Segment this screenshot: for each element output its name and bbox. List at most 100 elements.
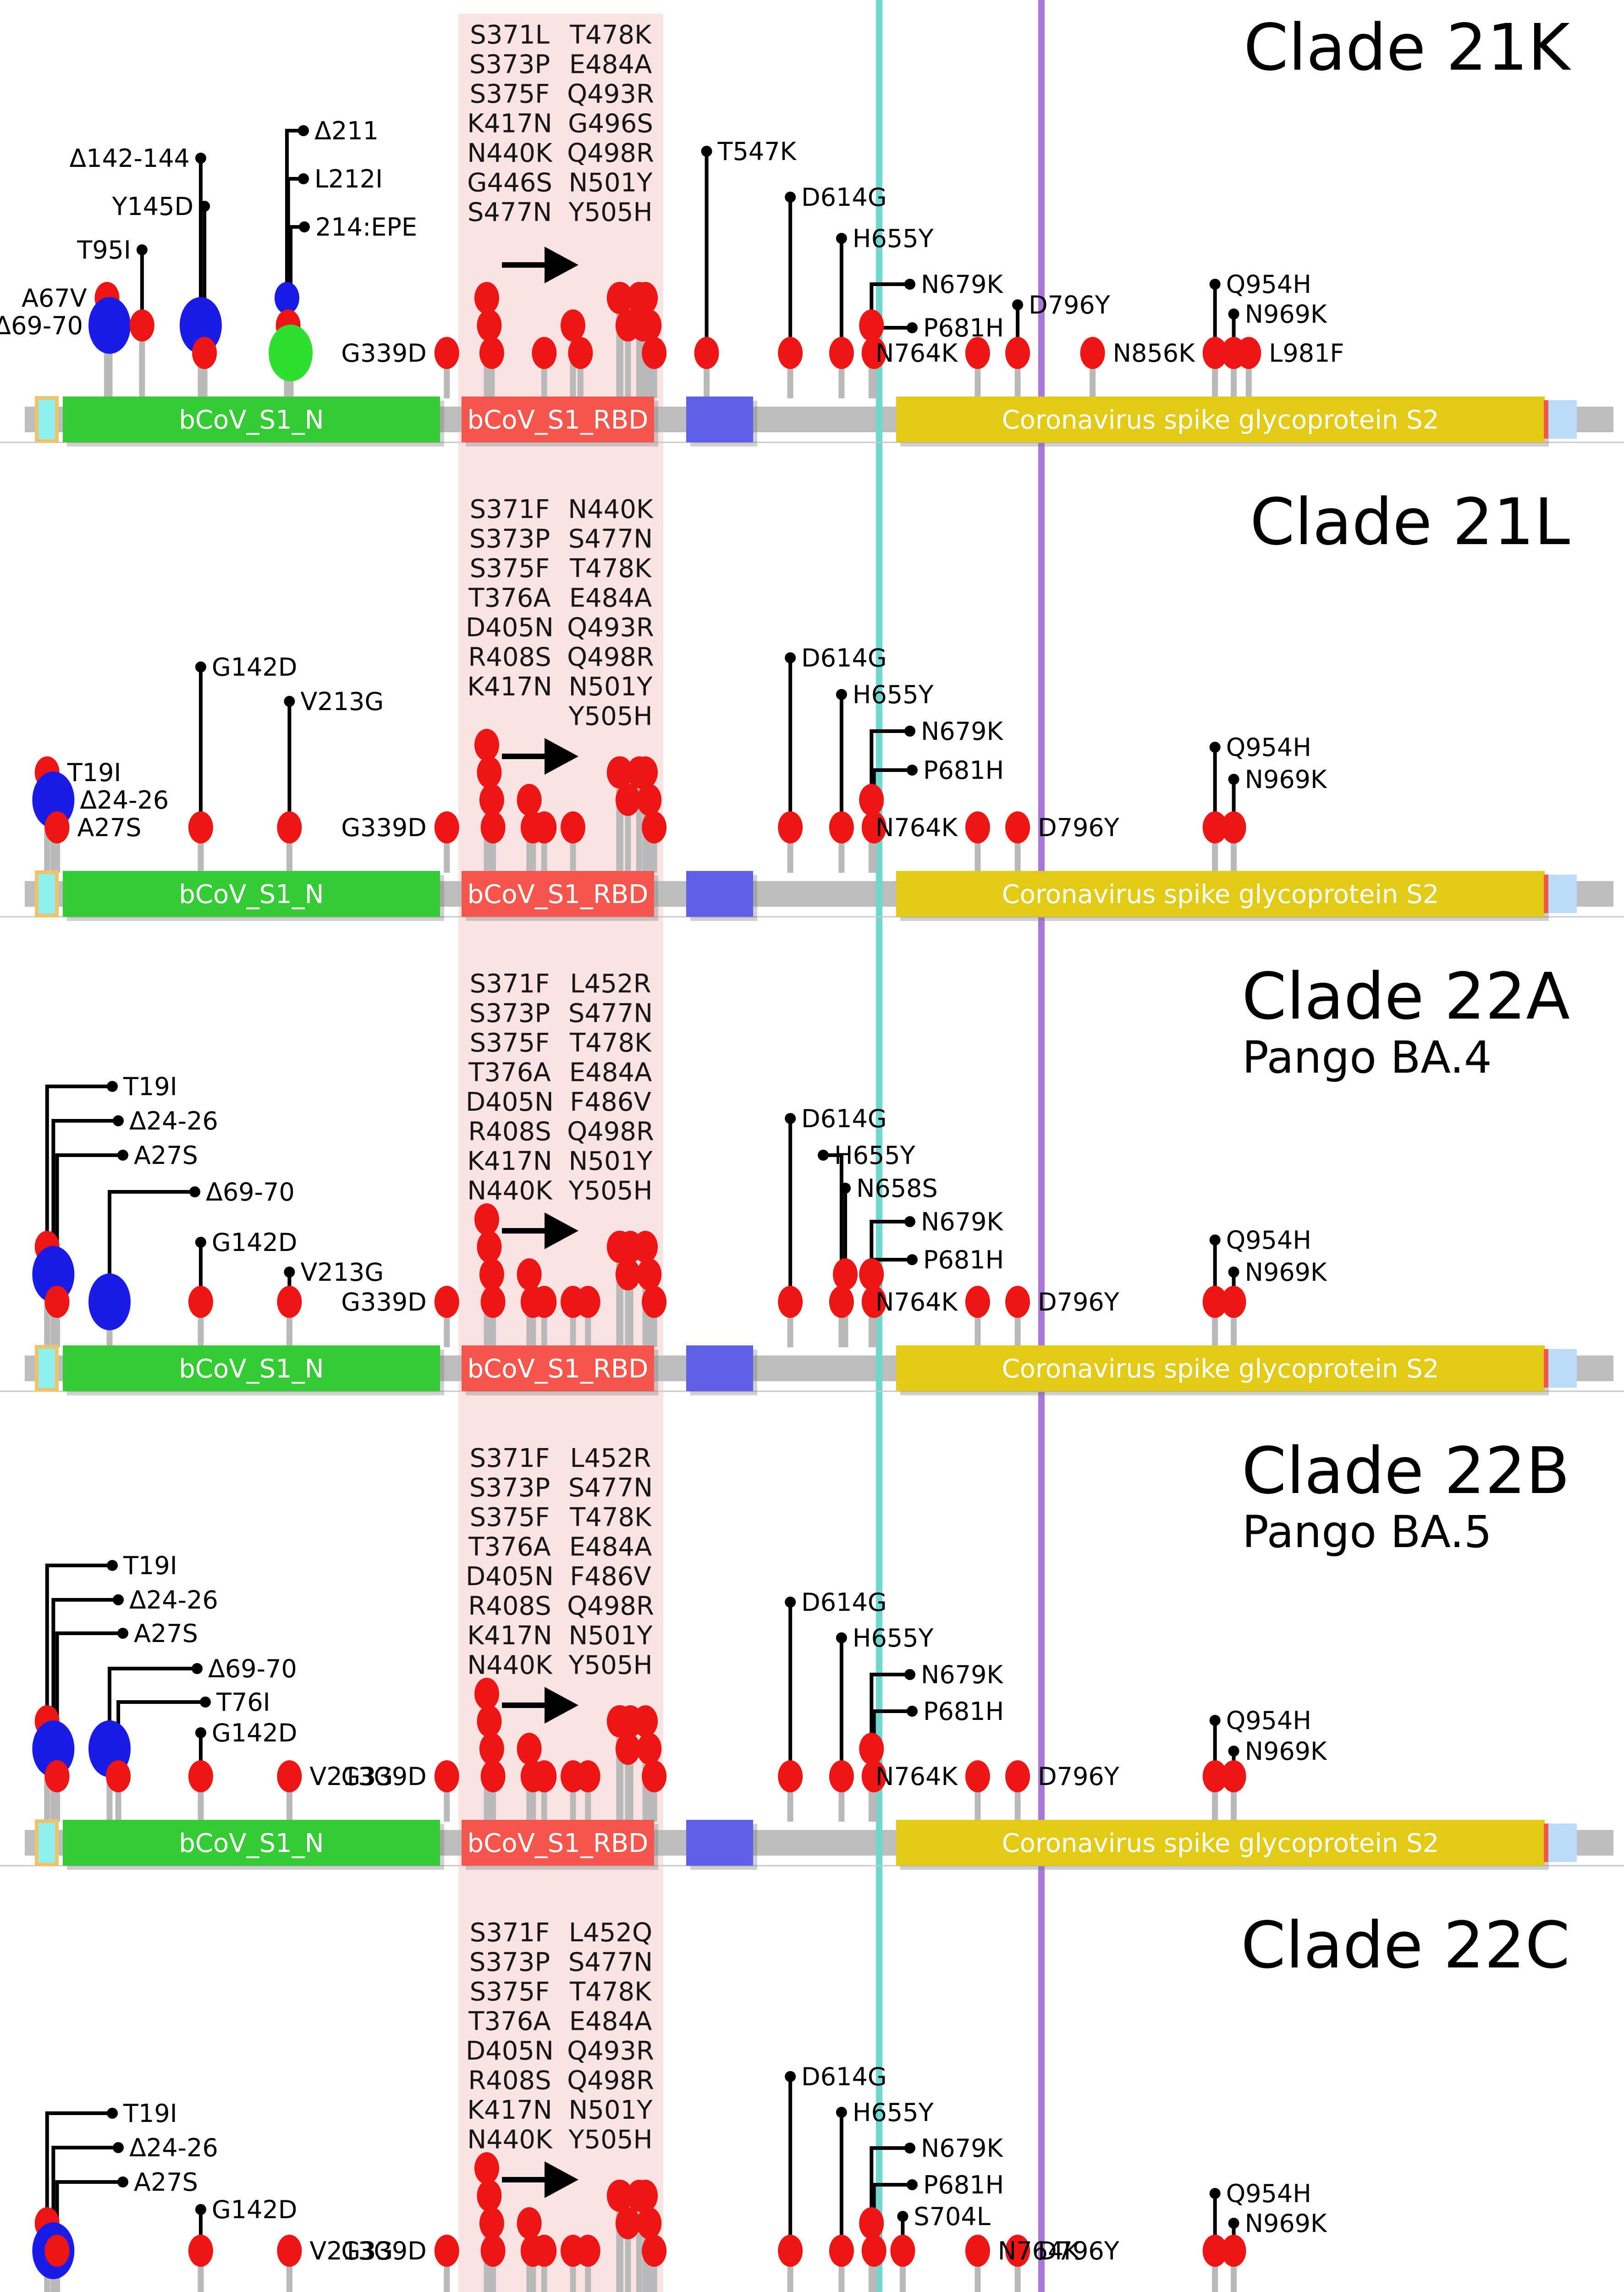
label-dot (113, 1115, 124, 1126)
label-dot (1228, 774, 1239, 785)
rbd-mutation-text: L452Q (569, 1918, 652, 1948)
mutation-marker-sub (861, 337, 886, 369)
rbd-mutation-text: D405N (466, 2036, 554, 2066)
mutation-marker-sub (477, 1705, 502, 1737)
mutation-label: N764K (875, 339, 958, 368)
label-dot (907, 1254, 918, 1265)
label-dot (701, 146, 712, 157)
mutation-label: N679K (921, 1207, 1003, 1236)
mutation-label: G339D (341, 2237, 427, 2265)
label-connector (45, 1564, 112, 1721)
mutation-marker-sub (480, 2235, 506, 2267)
label-dot (195, 1237, 206, 1248)
rbd-mutation-text: T478K (569, 1503, 652, 1532)
pango-label: Pango BA.5 (1242, 1506, 1492, 1558)
label-dot (195, 2204, 206, 2215)
label-connector (45, 2111, 112, 2223)
domain-label: Coronavirus spike glycoprotein S2 (1002, 1829, 1439, 1858)
clade-title: Clade 21K (1244, 11, 1571, 85)
rbd-mutation-text: S375F (470, 1028, 550, 1058)
label-dot (1209, 742, 1221, 753)
mutation-label: P681H (923, 314, 1004, 342)
mutation-marker-sub (44, 811, 70, 843)
domain-s2 (896, 1345, 1545, 1391)
domain-label: Coronavirus spike glycoprotein S2 (1002, 1354, 1439, 1384)
mutation-marker-sub (633, 282, 658, 314)
rbd-mutation-text: T478K (569, 1977, 652, 2007)
mutation-label: S704L (914, 2202, 990, 2231)
label-dot (785, 2071, 796, 2082)
rbd-mutation-text: N501Y (569, 2095, 653, 2125)
label-dot (904, 2143, 915, 2154)
label-connector (51, 1119, 118, 1274)
mutation-label: T547K (717, 137, 797, 166)
rbd-mutation-text: N440K (467, 1651, 553, 1680)
rbd-mutation-text: S371F (470, 969, 550, 999)
mutation-marker-sub (778, 811, 803, 843)
label-connector (823, 1153, 843, 1302)
rbd-mutation-text: Y505H (568, 198, 652, 227)
mutation-marker-sub (829, 1286, 854, 1318)
mutation-label: N969K (1245, 765, 1327, 794)
mutation-label: G339D (341, 339, 427, 368)
mutation-label: D614G (801, 1588, 887, 1617)
mutation-label: Y145D (111, 192, 193, 221)
mutation-marker-sub (277, 1760, 302, 1792)
mutation-marker-sub (532, 1286, 557, 1318)
domain-label: bCoV_S1_RBD (468, 880, 649, 909)
mutation-label: Δ69-70 (208, 1654, 297, 1683)
mutation-marker-sub (778, 1286, 803, 1318)
mutation-marker-sub (480, 1286, 506, 1318)
clade-title: Clade 21L (1250, 485, 1570, 560)
mutation-label: D796Y (1029, 291, 1111, 320)
mutation-marker-sub (642, 1760, 667, 1792)
mutation-label: G142D (212, 1228, 297, 1257)
mutation-marker-sub (575, 2235, 600, 2267)
label-dot (836, 689, 847, 700)
label-dot (836, 1632, 847, 1643)
domain-label: bCoV_S1_N (179, 1354, 324, 1384)
mutation-marker-sub (1221, 811, 1246, 843)
mutation-label: A27S (134, 1141, 198, 1170)
mutation-marker-sub (434, 1760, 459, 1792)
rbd-mutation-text: Q493R (567, 2036, 654, 2066)
mutation-marker-sub (479, 1733, 504, 1765)
rbd-mutation-text: S373P (469, 524, 550, 554)
mutation-label: H655Y (853, 1624, 934, 1653)
rbd-mutation-text: N501Y (569, 168, 653, 198)
label-dot (785, 652, 796, 663)
mutation-marker-sub (833, 1258, 858, 1290)
transmembrane-box (1548, 400, 1577, 439)
label-dot (284, 1267, 295, 1278)
transmembrane-box (1548, 1824, 1577, 1862)
domain-s2 (896, 1820, 1545, 1866)
mutation-marker-sub (637, 309, 662, 342)
signal-peptide-cap (35, 396, 59, 443)
mutation-marker-sub (44, 1286, 70, 1318)
signal-peptide-cap (35, 871, 59, 917)
rbd-mutation-text: L452R (570, 1444, 651, 1473)
label-dot (298, 125, 309, 136)
rbd-mutation-text: E484A (569, 50, 652, 80)
rbd-mutation-text: K417N (467, 109, 552, 139)
mutation-marker-sub (642, 1286, 667, 1318)
label-dot (840, 1183, 851, 1194)
rbd-mutation-text: S375F (470, 554, 550, 584)
rbd-mutation-text: S373P (469, 1948, 550, 1978)
rbd-mutation-text: S371L (470, 20, 550, 50)
mutation-label: Δ142-144 (69, 144, 190, 173)
rbd-mutation-text: N440K (568, 495, 654, 524)
mutation-marker-sub (829, 811, 854, 843)
domain-label: bCoV_S1_RBD (468, 1829, 649, 1858)
mutation-label: Δ211 (314, 116, 379, 145)
mutation-marker-sub (694, 337, 719, 369)
rbd-mutation-text: K417N (467, 672, 552, 702)
domain-s1-rbd (462, 1820, 654, 1866)
label-dot (907, 322, 918, 333)
mutation-marker-sub (480, 811, 506, 843)
rbd-mutation-text: D405N (466, 1562, 554, 1592)
mutation-marker-sub (1221, 1286, 1246, 1318)
